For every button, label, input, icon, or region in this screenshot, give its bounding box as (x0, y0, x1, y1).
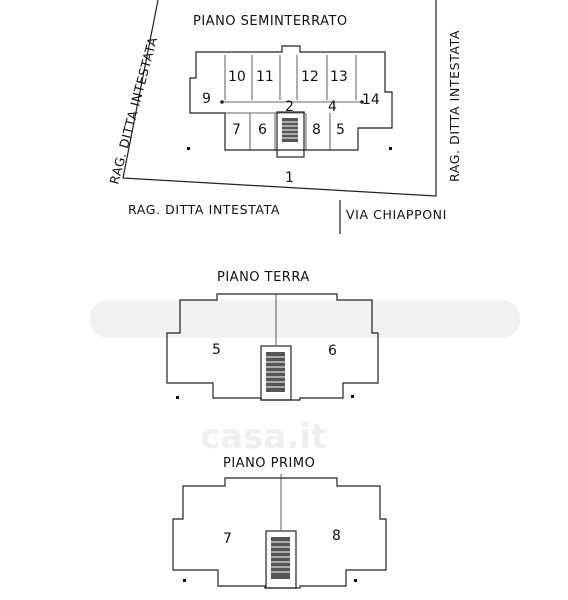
unit-label: 2 (285, 99, 294, 115)
unit-label: 10 (228, 69, 246, 85)
unit-label: 6 (328, 343, 337, 359)
unit-label: 14 (362, 92, 380, 108)
marker-dot (354, 579, 357, 582)
marker-dot (389, 147, 392, 150)
unit-label: 8 (312, 122, 321, 138)
unit-label: 11 (256, 69, 274, 85)
watermark: casa.it (90, 300, 520, 457)
title-terra: PIANO TERRA (217, 270, 310, 285)
marker-dot (183, 579, 186, 582)
building-outline-terra (166, 293, 379, 401)
boundary-label-left: RAG. DITTA INTESTATA (106, 35, 160, 186)
unit-label: 13 (330, 69, 348, 85)
unit-label: 4 (328, 99, 337, 115)
plan-primo: PIANO PRIMO 7 8 (172, 456, 387, 589)
stair-icon (276, 111, 305, 158)
street-label: VIA CHIAPPONI (346, 207, 447, 222)
unit-label: 7 (232, 122, 241, 138)
title-seminterrato: PIANO SEMINTERRATO (193, 14, 348, 29)
unit-label: 9 (202, 91, 211, 107)
corridor-marker (360, 100, 364, 104)
boundary-label-right: RAG. DITTA INTESTATA (447, 30, 462, 182)
plan-terra: PIANO TERRA 5 6 (166, 270, 379, 401)
building-outline-primo (172, 477, 387, 589)
marker-dot (176, 396, 179, 399)
building-outline-seminterrato (189, 45, 393, 151)
unit-label: 8 (332, 528, 341, 544)
unit-label: 7 (223, 531, 232, 547)
unit-label: 6 (258, 122, 267, 138)
plan-seminterrato: PIANO SEMINTERRATO (106, 0, 462, 234)
title-primo: PIANO PRIMO (223, 456, 315, 471)
stair-icon (265, 530, 297, 589)
lot-boundary (122, 0, 437, 197)
watermark-text: casa.it (200, 417, 327, 457)
unit-label: 12 (301, 69, 319, 85)
stair-icon (260, 345, 292, 401)
corridor-marker (220, 100, 224, 104)
unit-label: 1 (285, 170, 294, 186)
boundary-label-bottom: RAG. DITTA INTESTATA (128, 202, 280, 217)
marker-dot (351, 395, 354, 398)
marker-dot (187, 147, 190, 150)
unit-label: 5 (212, 342, 221, 358)
unit-label: 5 (336, 122, 345, 138)
